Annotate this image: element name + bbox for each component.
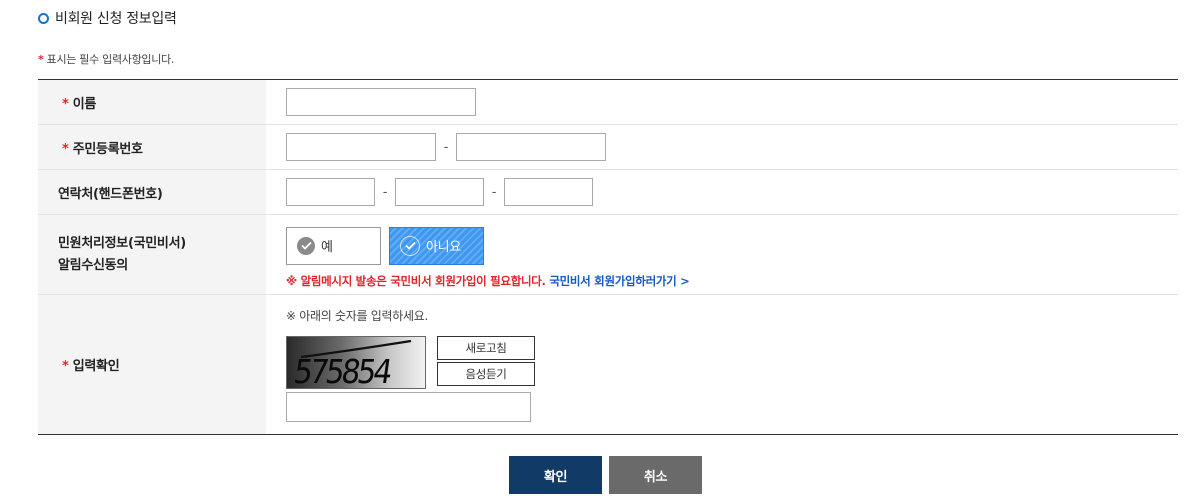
phone-part2-input[interactable] [395,178,484,206]
section-title-text: 비회원 신청 정보입력 [55,11,177,27]
label-text: 연락처(핸드폰번호) [58,186,163,202]
label-line-1: 민원처리정보(국민비서) [58,235,186,251]
consent-yes-label: 예 [321,240,333,255]
label-consent: 민원처리정보(국민비서) 알림수신동의 [38,214,266,295]
row-phone: 연락처(핸드폰번호) -- [38,169,1178,215]
rrn-back-input[interactable] [456,133,606,161]
required-note: * 표시는 필수 입력사항입니다. [38,51,174,67]
label-phone: 연락처(핸드폰번호) [38,169,266,215]
captcha-image: 575854 [286,336,426,389]
required-star: * [62,96,69,112]
confirm-button[interactable]: 확인 [509,456,602,494]
consent-options: 예 아니요 [286,226,1178,265]
phone-part3-input[interactable] [504,178,593,206]
value-phone: -- [266,169,1178,215]
required-star: * [62,141,69,157]
row-consent: 민원처리정보(국민비서) 알림수신동의 예 아니요 ※ 알림메시지 발송은 [38,214,1178,295]
label-text: 주민등록번호 [72,141,143,157]
label-rrn: * 주민등록번호 [38,124,266,170]
captcha-audio-button[interactable]: 음성듣기 [437,362,535,386]
signup-link[interactable]: 국민비서 회원가입하러가기 > [549,273,690,288]
section-title: 비회원 신청 정보입력 [38,8,177,28]
value-captcha: ※ 아래의 숫자를 입력하세요. 575854 새로고침 음성듣기 [266,295,1178,435]
required-star: * [62,359,69,374]
value-rrn: - [266,124,1178,170]
captcha-input[interactable] [286,392,531,422]
captcha-refresh-button[interactable]: 새로고침 [437,336,535,360]
cancel-button[interactable]: 취소 [609,456,702,494]
consent-no-label: 아니요 [426,240,461,255]
captcha-buttons: 새로고침 음성듣기 [437,336,535,388]
consent-no-button[interactable]: 아니요 [389,226,484,265]
ring-bullet-icon [38,12,49,24]
phone-dash-2: - [491,184,497,200]
label-line-2: 알림수신동의 [58,257,128,273]
label-text: 입력확인 [72,359,120,374]
row-rrn: * 주민등록번호 - [38,124,1178,170]
consent-notice: ※ 알림메시지 발송은 국민비서 회원가입이 필요합니다. 국민비서 회원가입하… [286,273,1178,289]
rrn-dash: - [443,139,449,155]
form-actions: 확인 취소 [509,456,709,494]
phone-dash-1: - [382,184,388,200]
phone-part1-input[interactable] [286,178,375,206]
required-note-text: 표시는 필수 입력사항입니다. [43,53,175,66]
row-name: * 이름 [38,79,1178,125]
captcha-row: 575854 새로고침 음성듣기 [286,336,1178,389]
rrn-front-input[interactable] [286,133,436,161]
required-star: * [38,53,44,66]
label-text: 이름 [72,96,97,112]
consent-yes-button[interactable]: 예 [286,226,381,265]
check-icon [400,235,420,256]
label-name: * 이름 [38,79,266,125]
captcha-instruction: ※ 아래의 숫자를 입력하세요. [286,309,428,323]
application-form: * 이름 * 주민등록번호 - 연락처(핸드폰번호) -- 민원처리정보(국민비… [38,79,1178,435]
value-consent: 예 아니요 ※ 알림메시지 발송은 국민비서 회원가입이 필요합니다. 국민비서… [266,214,1178,295]
check-icon [297,236,315,255]
row-captcha: * 입력확인 ※ 아래의 숫자를 입력하세요. 575854 새로고침 음성듣기 [38,294,1178,435]
value-name [266,79,1178,125]
label-captcha: * 입력확인 [38,294,266,435]
notice-text: ※ 알림메시지 발송은 국민비서 회원가입이 필요합니다. [286,273,546,288]
name-input[interactable] [286,88,476,116]
captcha-code: 575854 [291,352,394,389]
